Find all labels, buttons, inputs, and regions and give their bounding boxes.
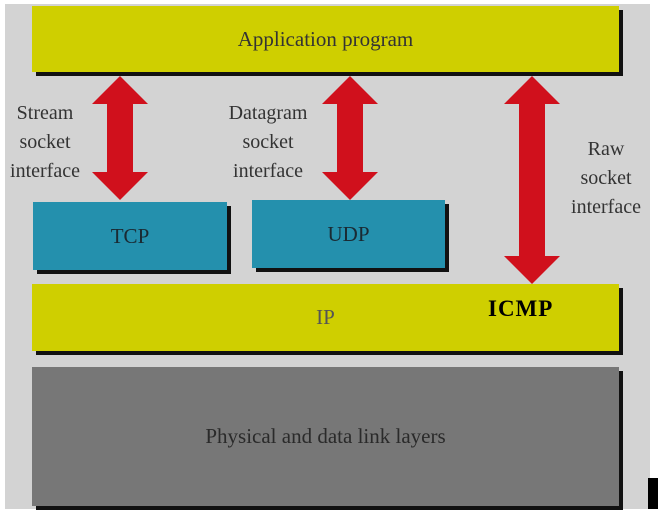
physical-data-link-box: Physical and data link layers: [32, 367, 619, 506]
stream-line-2: socket: [19, 131, 71, 153]
application-program-label: Application program: [237, 26, 414, 51]
datagram-socket-interface-label: Datagram socket interface: [218, 99, 318, 186]
edge-artifact: [648, 478, 658, 509]
icmp-label: ICMP: [488, 296, 554, 321]
raw-line-1: Raw: [587, 138, 625, 160]
datagram-line-2: socket: [242, 131, 294, 153]
tcp-box: TCP: [33, 202, 227, 270]
udp-label: UDP: [327, 221, 370, 246]
physical-data-link-label: Physical and data link layers: [205, 424, 446, 448]
raw-line-2: socket: [580, 167, 632, 189]
datagram-line-1: Datagram: [228, 102, 308, 124]
ip-box: IP: [32, 284, 619, 351]
datagram-double-arrow: [322, 76, 378, 200]
stream-line-1: Stream: [16, 102, 74, 124]
raw-double-arrow: [504, 76, 560, 284]
stream-socket-interface-label: Stream socket interface: [4, 99, 86, 186]
tcp-label: TCP: [110, 223, 150, 248]
stream-double-arrow: [92, 76, 148, 200]
raw-line-3: interface: [571, 196, 641, 218]
udp-box: UDP: [252, 200, 445, 268]
raw-socket-interface-label: Raw socket interface: [563, 135, 649, 222]
datagram-line-3: interface: [233, 160, 303, 182]
stream-line-3: interface: [10, 160, 80, 182]
application-program-box: Application program: [32, 6, 619, 72]
ip-label: IP: [316, 305, 335, 329]
